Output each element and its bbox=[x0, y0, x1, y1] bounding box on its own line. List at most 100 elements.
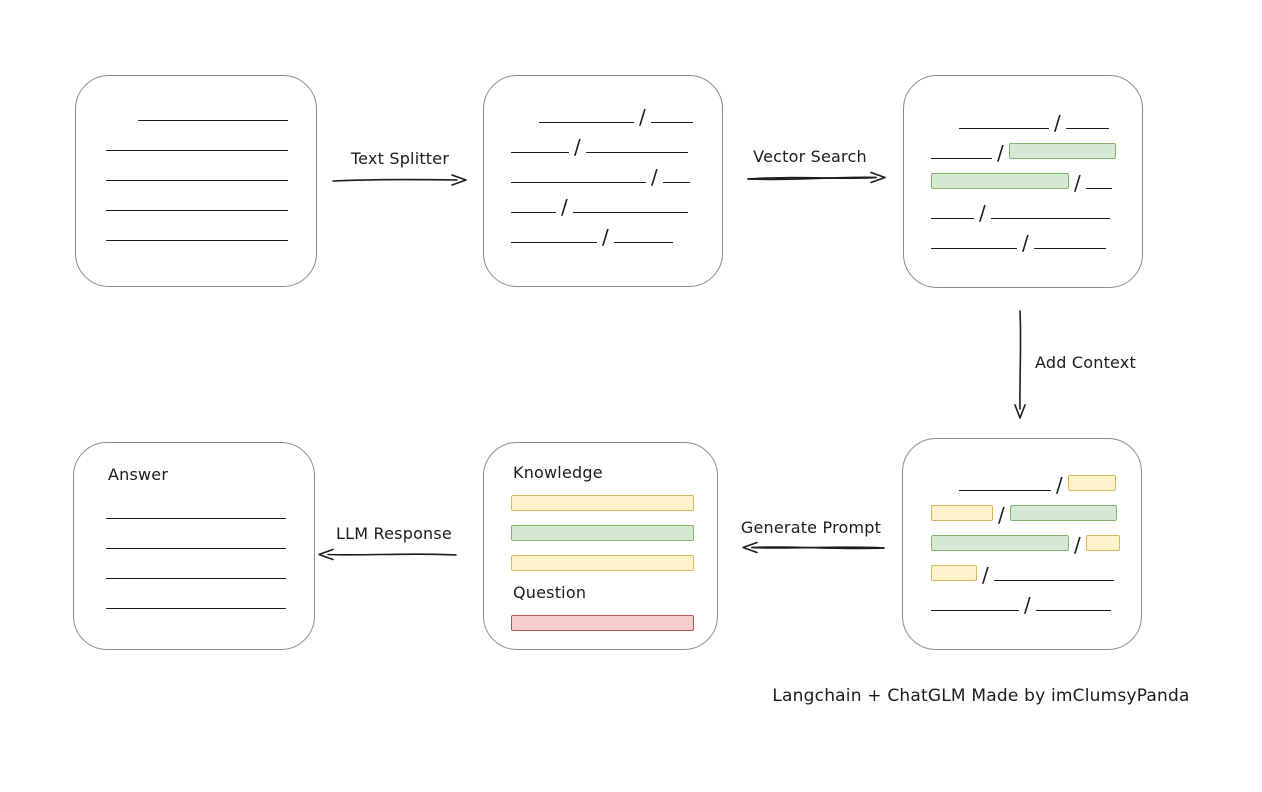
text-line bbox=[931, 610, 1019, 611]
text-line bbox=[106, 608, 286, 609]
chunk-separator: / bbox=[982, 563, 989, 587]
highlight-chunk-green bbox=[931, 535, 1069, 551]
retrieved-lines: / / / / / bbox=[931, 99, 1116, 255]
text-line bbox=[959, 490, 1051, 491]
green-bar bbox=[511, 525, 694, 541]
text-row: / bbox=[511, 183, 693, 219]
text-line bbox=[1033, 248, 1106, 249]
chunk-separator: / bbox=[1022, 231, 1029, 255]
text-row bbox=[106, 519, 286, 549]
knowledge-label: Knowledge bbox=[513, 463, 603, 482]
indent-gap bbox=[931, 490, 959, 491]
highlight-chunk-yellow bbox=[1067, 475, 1116, 491]
indent-gap bbox=[931, 128, 959, 129]
text-line bbox=[931, 218, 974, 219]
arrow-right-icon bbox=[747, 171, 886, 184]
chunk-separator: / bbox=[1074, 533, 1081, 557]
text-row bbox=[106, 211, 288, 241]
generate-prompt-label: Generate Prompt bbox=[740, 518, 882, 537]
text-line bbox=[106, 240, 288, 241]
text-row bbox=[106, 181, 288, 211]
text-line bbox=[931, 248, 1017, 249]
text-row bbox=[106, 91, 288, 121]
text-row bbox=[106, 121, 288, 151]
node-split-text: ///// bbox=[483, 75, 723, 287]
question-label: Question bbox=[513, 583, 587, 602]
chunk-separator: / bbox=[574, 135, 581, 159]
text-row: / bbox=[931, 99, 1116, 135]
text-line bbox=[1065, 128, 1109, 129]
node-context-chunks: / / / / / bbox=[902, 438, 1142, 650]
yellow-bar bbox=[511, 495, 694, 511]
text-line bbox=[1035, 610, 1111, 611]
text-line bbox=[1085, 188, 1112, 189]
text-row: / bbox=[931, 461, 1120, 497]
highlight-chunk-green bbox=[1008, 143, 1116, 159]
knowledge-bars bbox=[511, 495, 694, 585]
text-line bbox=[138, 120, 288, 121]
chunk-separator: / bbox=[979, 201, 986, 225]
text-row: / bbox=[931, 491, 1120, 527]
text-row: / bbox=[511, 153, 693, 189]
highlight-chunk-yellow bbox=[931, 505, 993, 521]
highlight-chunk-yellow bbox=[931, 565, 977, 581]
text-row bbox=[106, 151, 288, 181]
text-line bbox=[613, 242, 673, 243]
chunk-separator: / bbox=[1056, 473, 1063, 497]
text-line bbox=[106, 578, 286, 579]
text-line bbox=[106, 150, 288, 151]
text-line bbox=[511, 152, 569, 153]
indent-gap bbox=[106, 120, 138, 121]
arrow-right-icon bbox=[332, 174, 467, 186]
text-row: / bbox=[931, 189, 1116, 225]
text-line bbox=[650, 122, 693, 123]
arrow-down-icon bbox=[1014, 310, 1026, 419]
node-retrieved-chunks: / / / / / bbox=[903, 75, 1143, 288]
text-row: / bbox=[931, 521, 1120, 557]
text-line bbox=[662, 182, 690, 183]
text-row: / bbox=[931, 159, 1116, 195]
split-text-lines: ///// bbox=[511, 93, 693, 247]
yellow-bar bbox=[511, 555, 694, 571]
text-row bbox=[106, 579, 286, 609]
answer-lines bbox=[106, 489, 286, 609]
context-lines: / / / / / bbox=[931, 461, 1120, 617]
text-line bbox=[931, 158, 992, 159]
text-line bbox=[511, 212, 556, 213]
text-line bbox=[106, 548, 286, 549]
add-context-label: Add Context bbox=[1035, 353, 1136, 372]
text-row bbox=[106, 549, 286, 579]
text-row: / bbox=[931, 219, 1116, 255]
chunk-separator: / bbox=[561, 195, 568, 219]
chunk-separator: / bbox=[1024, 593, 1031, 617]
vector-search-label: Vector Search bbox=[753, 147, 867, 166]
chunk-separator: / bbox=[651, 165, 658, 189]
highlight-chunk-green bbox=[1009, 505, 1117, 521]
arrow-left-icon bbox=[318, 548, 457, 561]
text-line bbox=[959, 128, 1049, 129]
text-line bbox=[106, 210, 288, 211]
text-line bbox=[106, 180, 288, 181]
node-prompt: Knowledge Question bbox=[483, 442, 718, 650]
red-bar bbox=[511, 615, 694, 631]
chunk-separator: / bbox=[997, 141, 1004, 165]
text-row: / bbox=[931, 551, 1120, 587]
chunk-separator: / bbox=[998, 503, 1005, 527]
text-line bbox=[993, 580, 1114, 581]
text-row: / bbox=[931, 129, 1116, 165]
arrow-left-icon bbox=[742, 541, 885, 554]
document-lines bbox=[106, 91, 288, 241]
text-line bbox=[585, 152, 688, 153]
indent-gap bbox=[511, 122, 539, 123]
chunk-separator: / bbox=[639, 105, 646, 129]
chunk-separator: / bbox=[1054, 111, 1061, 135]
text-line bbox=[511, 182, 646, 183]
node-document bbox=[75, 75, 317, 287]
text-row: / bbox=[931, 581, 1120, 617]
text-splitter-label: Text Splitter bbox=[350, 149, 450, 168]
chunk-separator: / bbox=[1074, 171, 1081, 195]
text-line bbox=[511, 242, 597, 243]
highlight-chunk-yellow bbox=[1085, 535, 1120, 551]
diagram-caption: Langchain + ChatGLM Made by imClumsyPand… bbox=[772, 686, 1190, 706]
